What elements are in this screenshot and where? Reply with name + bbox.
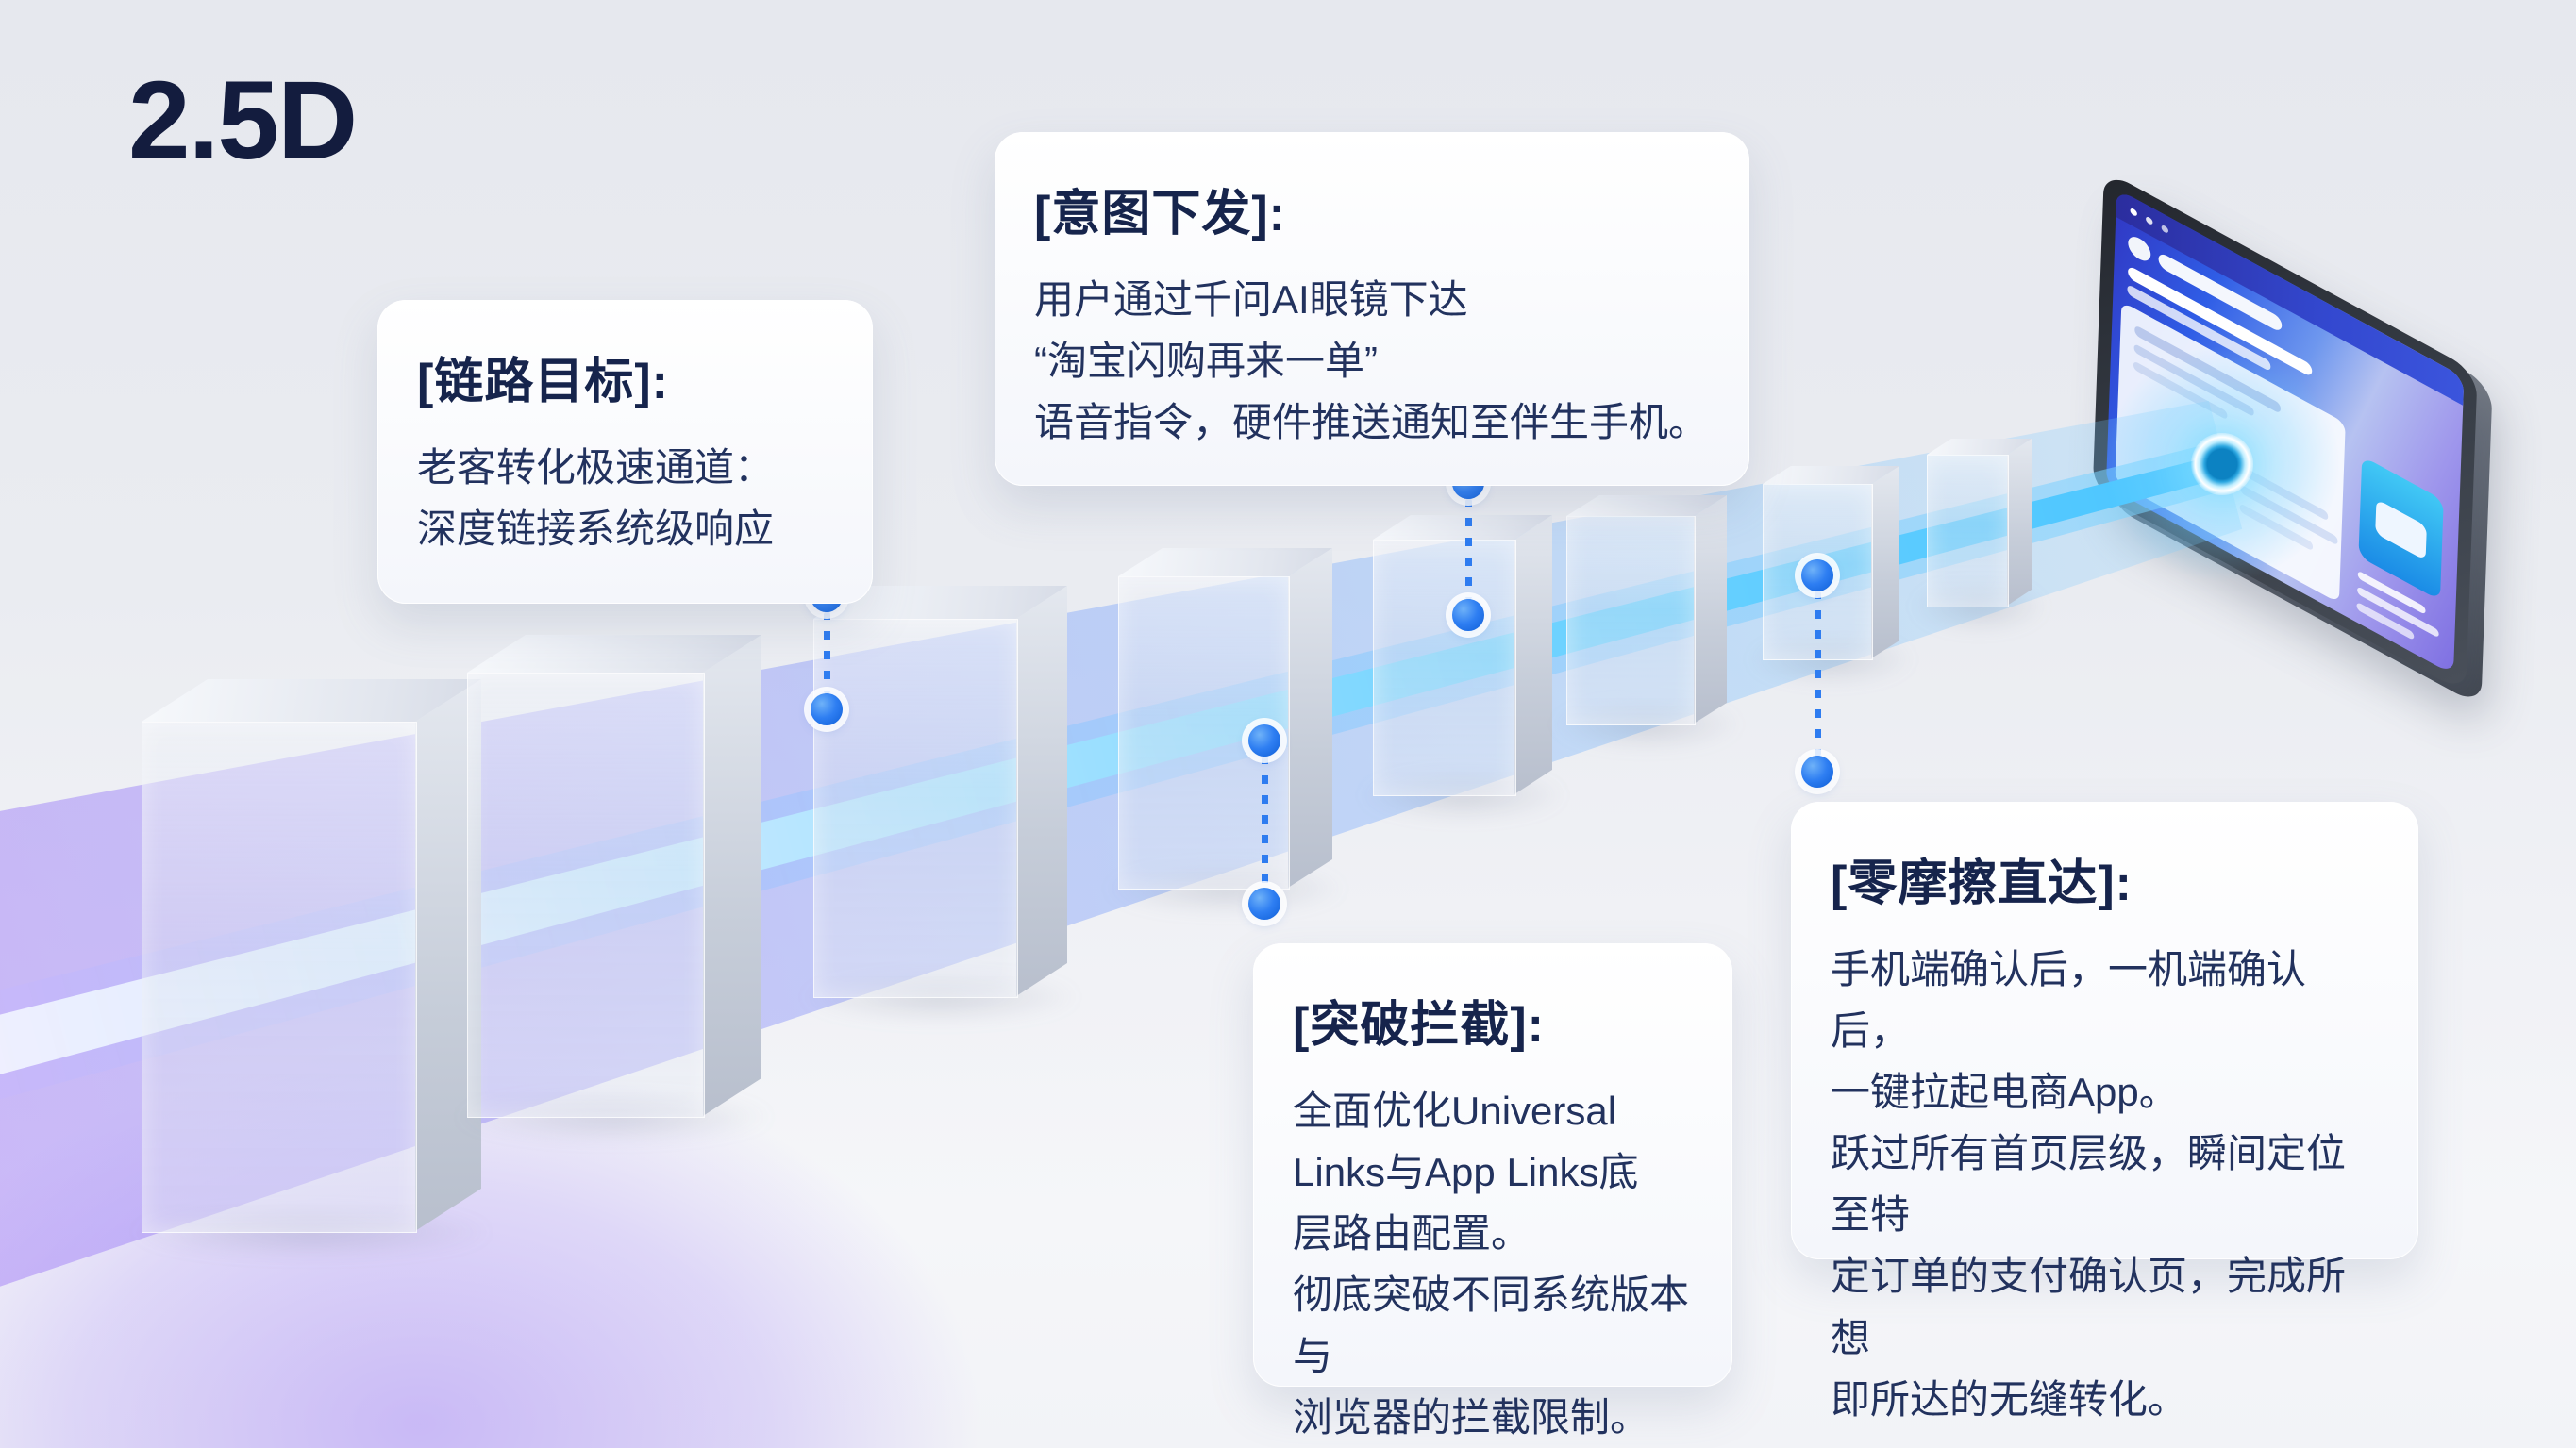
slab-side-face [1694,495,1727,724]
slab-front-face [1118,576,1290,890]
slab-side-face [1871,466,1899,658]
connector-line [1262,756,1268,889]
connector-dot [1801,559,1833,591]
slab-top-face [142,679,481,722]
connector-line [1815,591,1821,757]
slab-front-face [1927,455,2009,607]
slab-top-face [1927,439,2032,455]
card-body: 手机端确认后，一机端确认后， 一键拉起电商App。 跃过所有首页层级，瞬间定位至… [1831,947,2347,1422]
card-title: [零摩擦直达]: [1831,857,2133,911]
slab-shadow [1748,634,1915,685]
slab-shadow [1912,581,2047,632]
slab-top-face [1763,466,1899,484]
slab-front-face [1566,516,1696,725]
slab-side-face [2007,439,2032,606]
avatar [2127,232,2151,266]
connector-line [824,611,830,694]
slab-top-face [1373,515,1552,540]
slab-top-face [1118,548,1332,576]
slab-side-face [1514,515,1552,794]
connector-dot [1452,599,1484,631]
card-breakthrough-block: [突破拦截]: 全面优化Universal Links与App Links底 层… [1253,943,1732,1440]
card-title: [突破拦截]: [1293,998,1545,1053]
connector-line [1465,498,1472,600]
connector-dot [1801,756,1833,788]
card-body: 全面优化Universal Links与App Links底 层路由配置。 彻底… [1293,1089,1690,1440]
card-title: [链路目标]: [417,355,669,409]
card-intent-dispatch: [意图下发]: 用户通过千问AI眼镜下达 “淘宝闪购再来一单” 语音指令，硬件推… [995,132,1749,486]
card-title: [意图下发]: [1034,187,1286,241]
slab-front-face [1763,484,1873,660]
connector-dot [1248,888,1280,920]
beam-floor-reflection [0,906,1198,1448]
slab-top-face [467,635,761,673]
page-title: 2.5D [128,58,358,183]
slab-side-face [1288,548,1332,888]
slab-shadow [1551,699,1742,750]
slab-top-face [1566,495,1727,516]
card-body: 用户通过千问AI眼镜下达 “淘宝闪购再来一单” 语音指令，硬件推送通知至伴生手机… [1034,277,1709,445]
impact-glow-ring [2191,433,2253,495]
card-link-goal: [链路目标]: 老客转化极速通道： 深度链接系统级响应 [377,300,873,604]
slab-shadow [1358,770,1567,821]
card-zero-friction: [零摩擦直达]: 手机端确认后，一机端确认后， 一键拉起电商App。 跃过所有首… [1791,802,2418,1422]
card-body: 老客转化极速通道： 深度链接系统级响应 [417,445,775,552]
slab-front-face [1373,540,1516,796]
connector-dot [1248,724,1280,757]
connector-dot [811,693,843,725]
